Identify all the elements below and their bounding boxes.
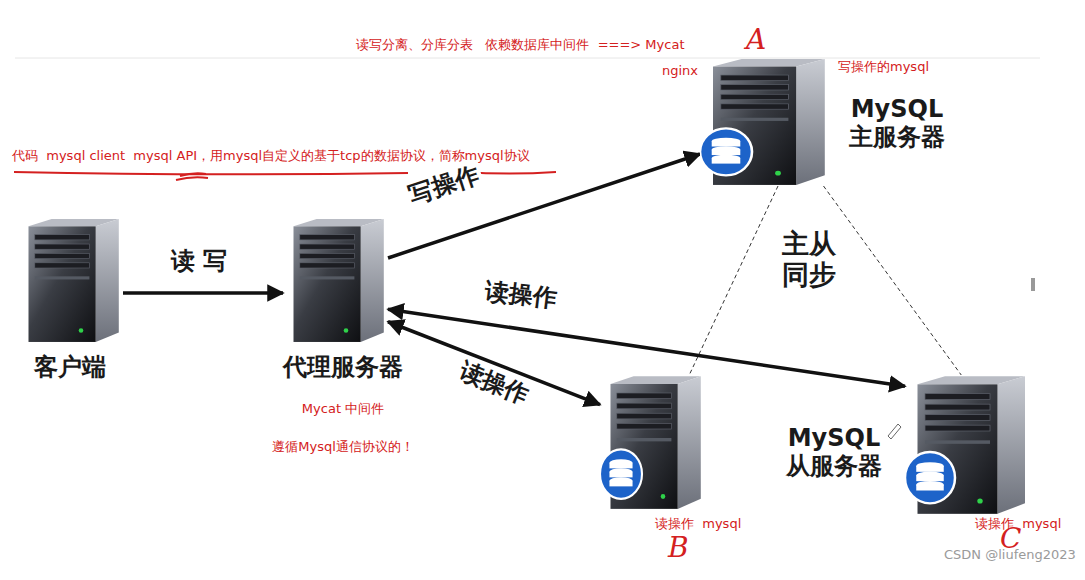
node-title: 代理服务器 — [283, 354, 403, 382]
server-icon — [18, 218, 123, 343]
node-title: 客户端 — [34, 354, 106, 382]
edge-label: 读 写 — [168, 248, 230, 276]
edge-label: 读操作 — [481, 277, 562, 314]
sync-line — [824, 186, 962, 375]
server-icon — [700, 58, 830, 186]
sync-line — [689, 186, 778, 375]
annotation: 代码 mysql client mysql API，用mysql自定义的基于tc… — [12, 149, 530, 164]
rule-line — [15, 58, 1040, 59]
pencil-icon — [888, 424, 901, 439]
node-note: 写操作的mysql — [838, 60, 929, 75]
server-node: MySQL 从服务器读操作 mysqlC — [905, 375, 1030, 515]
server-node: 代理服务器Mycat 中间件遵循Mysql通信协议的！ — [283, 218, 388, 343]
annotation: 读写分离、分库分表 依赖数据库中间件 ===> Mycat — [356, 38, 685, 53]
server-node: MySQL 主服务器写操作的mysqlA — [700, 58, 830, 186]
annotation: nginx — [662, 64, 698, 79]
arrow-connector — [123, 291, 283, 295]
node-title: MySQL 从服务器 — [775, 425, 893, 480]
server-icon — [600, 375, 705, 510]
node-title: MySQL 主服务器 — [838, 96, 956, 151]
server-icon — [283, 218, 388, 343]
callout-letter: B — [668, 532, 689, 564]
scroll-mark — [1031, 278, 1035, 291]
arrow-connector — [388, 154, 700, 258]
server-node: 客户端 — [18, 218, 123, 343]
callout-letter: A — [746, 24, 766, 56]
watermark: CSDN @liufeng2023 — [944, 548, 1076, 563]
node-note: 读操作 mysql — [655, 517, 741, 532]
edge-label: 写操作 — [403, 161, 486, 211]
node-note: Mycat 中间件 — [302, 402, 384, 417]
annotation: 主从 同步 — [778, 228, 840, 290]
server-icon — [905, 375, 1030, 515]
scribble — [176, 173, 208, 180]
node-note: 遵循Mysql通信协议的！ — [272, 440, 414, 455]
server-node: 读操作 mysqlB — [600, 375, 705, 510]
underline — [14, 172, 408, 174]
